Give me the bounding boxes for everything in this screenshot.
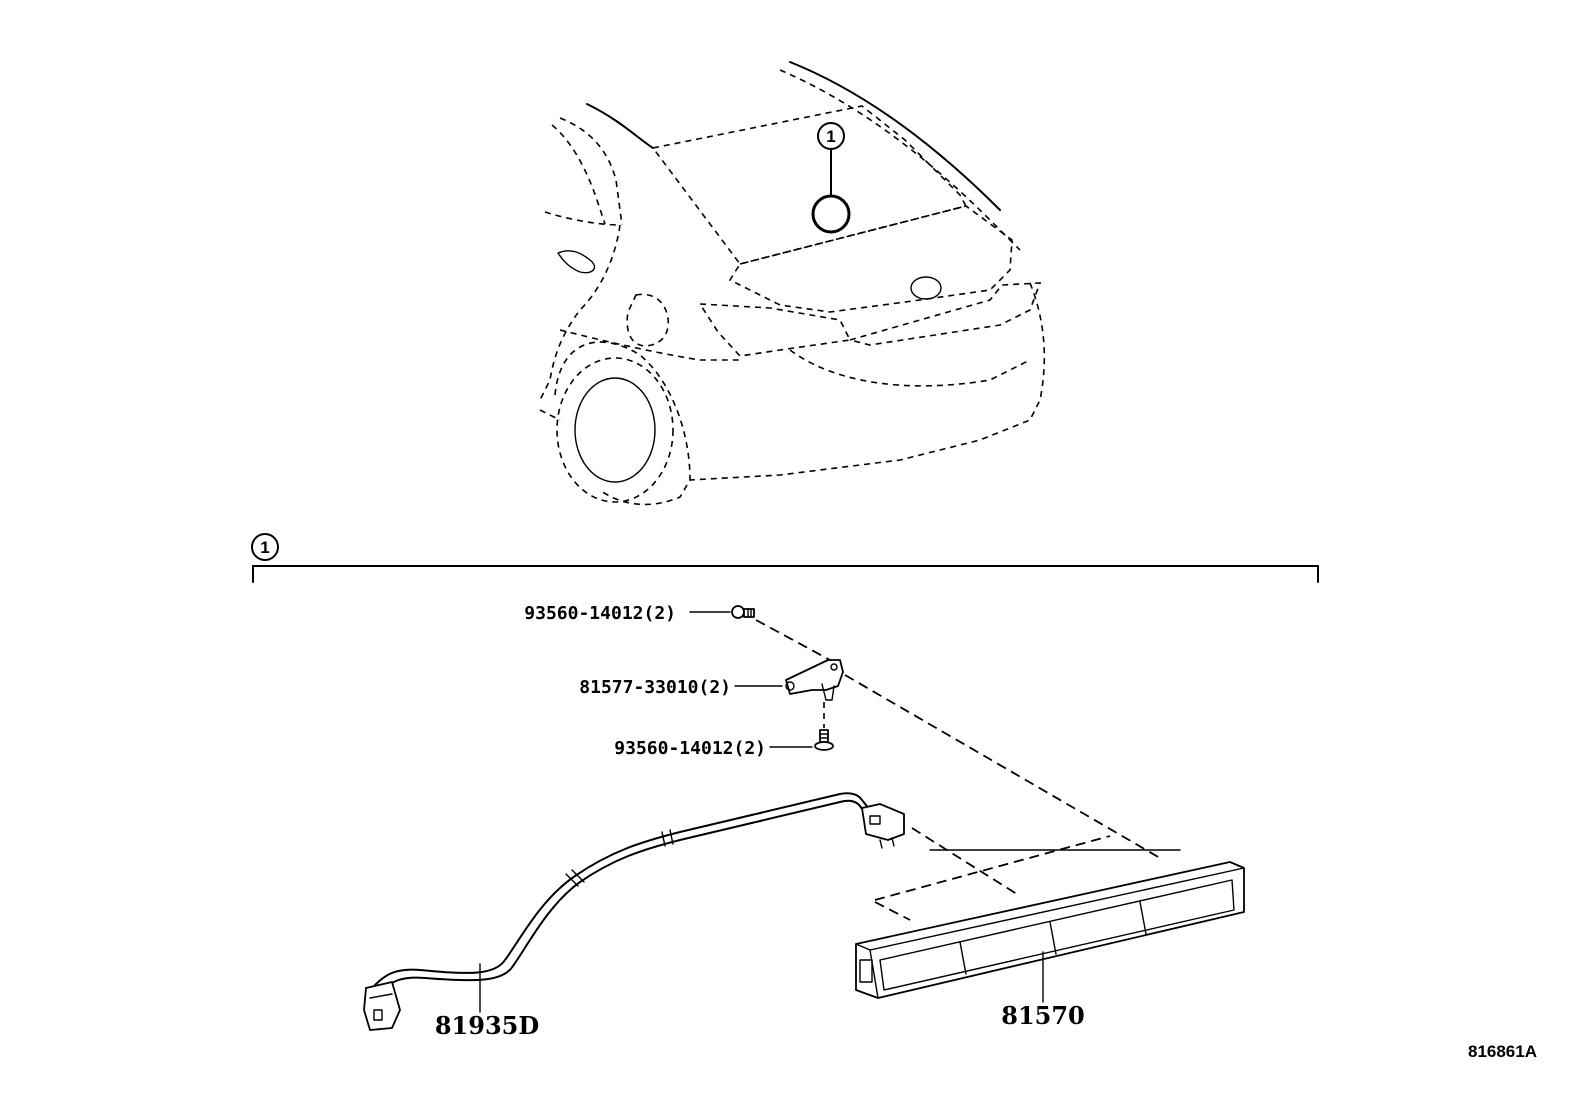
part-label-stop-lamp: 81570 (1001, 1001, 1085, 1030)
screw-lower-part (814, 729, 834, 751)
part-label-wire-harness: 81935D (435, 1011, 539, 1040)
wire-harness-part (363, 792, 905, 1031)
car-rear-illustration (539, 61, 1046, 506)
part-label-screw-lower: 93560-14012(2) (614, 738, 766, 759)
callout-number: 1 (826, 127, 835, 146)
part-label-bracket: 81577-33010(2) (579, 677, 731, 698)
part-label-screw-upper: 93560-14012(2) (524, 603, 676, 624)
section-header: 1 (251, 533, 1319, 583)
figure-reference: 816861A (1468, 1042, 1537, 1061)
stop-lamp-part (855, 849, 1245, 999)
bracket-part (785, 659, 844, 701)
screw-upper-part (731, 605, 755, 619)
callout-marker: 1 (811, 122, 851, 234)
section-number: 1 (260, 538, 269, 557)
